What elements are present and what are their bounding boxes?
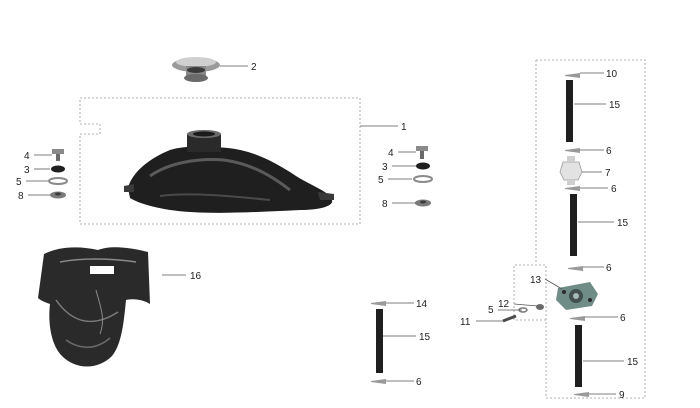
callout-6-c: 6 — [606, 263, 612, 274]
valve-screw — [502, 314, 517, 323]
valve-gasket — [536, 304, 544, 310]
callout-6-e: 6 — [416, 377, 422, 388]
left-hardware-stack — [48, 149, 68, 199]
fuel-hose-upper — [566, 80, 573, 142]
right-hardware-stack — [413, 146, 433, 207]
callout-13: 13 — [530, 275, 542, 286]
callout-12: 12 — [498, 299, 510, 310]
callout-4-right: 4 — [388, 148, 394, 159]
callout-15-a: 15 — [609, 100, 621, 111]
bolt-right — [416, 146, 428, 159]
tank-group-outline — [79, 97, 361, 225]
leader-lines — [26, 65, 624, 395]
bolt-left — [52, 149, 64, 161]
fuel-filter — [559, 156, 583, 185]
callout-1: 1 — [401, 122, 407, 133]
callout-10: 10 — [606, 69, 618, 80]
callout-15-d: 15 — [419, 332, 431, 343]
fuel-line-group-outline — [513, 59, 646, 399]
callout-11: 11 — [460, 317, 471, 328]
fuel-hose-separate — [376, 309, 383, 373]
callout-6-b: 6 — [611, 184, 617, 195]
callout-15-c: 15 — [627, 357, 639, 368]
callout-8-left: 8 — [18, 191, 24, 202]
callout-8-right: 8 — [382, 199, 388, 210]
hose-clamp-top — [565, 73, 580, 78]
callout-5-left: 5 — [16, 177, 22, 188]
fuel-hose-middle — [570, 194, 577, 256]
fuel-tank — [124, 130, 334, 213]
nut-left — [50, 191, 66, 199]
hose-clamp-b — [565, 186, 580, 191]
hose-clamp-a — [565, 148, 580, 153]
callout-6-a: 6 — [606, 146, 612, 157]
flat-washer-right — [413, 175, 433, 183]
fuel-hose-lower — [575, 325, 582, 387]
callout-9: 9 — [619, 390, 625, 401]
hose-clamp-d — [570, 316, 585, 321]
hose-clamp-separate-bottom — [371, 379, 386, 384]
callout-7: 7 — [605, 168, 611, 179]
callout-15-b: 15 — [617, 218, 629, 229]
callout-3-right: 3 — [382, 162, 388, 173]
flat-washer-left — [48, 177, 68, 185]
hose-clamp-bottom — [574, 392, 589, 397]
rubber-washer-right — [416, 162, 430, 170]
callout-labels: 2 1 4 3 5 8 4 3 5 8 16 10 15 6 7 6 15 6 … — [16, 62, 639, 401]
callout-16: 16 — [190, 271, 202, 282]
callout-14: 14 — [416, 299, 428, 310]
rubber-washer-left — [51, 165, 65, 173]
fuel-cap — [172, 57, 220, 82]
callout-6-d: 6 — [620, 313, 626, 324]
callout-4-left: 4 — [24, 151, 30, 162]
hose-clamp-separate-top — [371, 301, 386, 306]
callout-5-valve: 5 — [488, 305, 494, 316]
tank-cover — [38, 247, 150, 367]
callout-3-left: 3 — [24, 165, 30, 176]
hose-clamp-c — [568, 266, 583, 271]
nut-right — [415, 199, 431, 207]
callout-5-right: 5 — [378, 175, 384, 186]
fuel-valve — [556, 282, 598, 310]
callout-2: 2 — [251, 62, 257, 73]
